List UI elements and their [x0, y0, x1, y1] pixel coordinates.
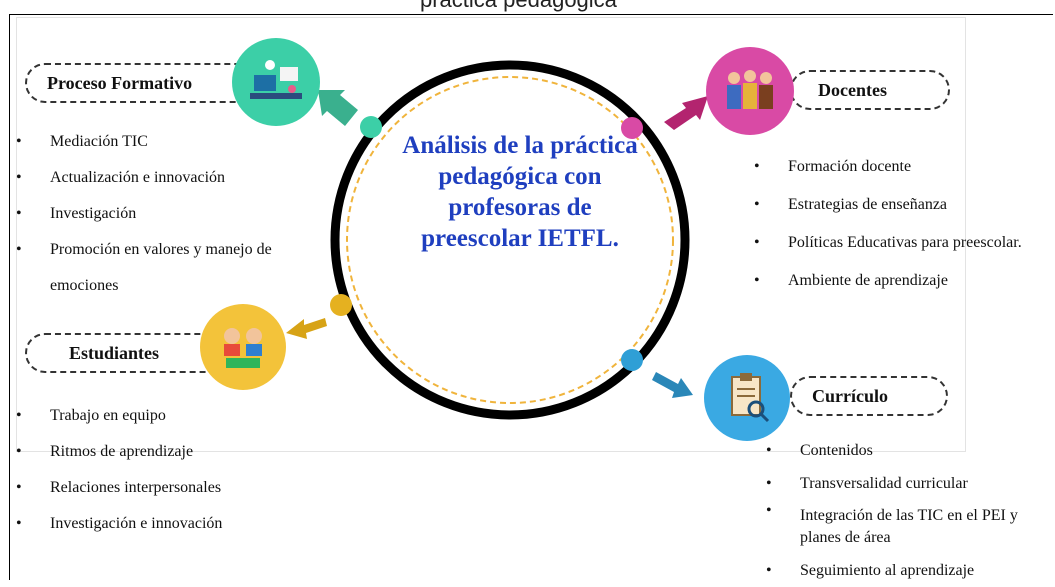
teachers-group-icon	[706, 47, 794, 135]
label-proceso-formativo: Proceso Formativo	[25, 63, 270, 103]
list-curriculo: Contenidos Transversalidad curricular In…	[766, 434, 1052, 587]
arrow-proceso	[318, 90, 358, 126]
node-dot-proceso	[360, 116, 382, 138]
node-dot-estudiantes	[330, 294, 352, 316]
list-item: Actualización e innovación	[16, 160, 276, 196]
list-item: Investigación e innovación	[16, 506, 286, 542]
arrow-estudiantes	[286, 318, 327, 339]
education-technology-icon	[232, 38, 320, 126]
label-curriculo-text: Currículo	[812, 385, 888, 406]
list-item: Integración de las TIC en el PEI y plane…	[766, 500, 1052, 554]
list-item: Ambiente de aprendizaje	[754, 262, 1054, 300]
arrow-docentes	[664, 96, 708, 130]
list-item: Estrategias de enseñanza	[754, 186, 1054, 224]
node-dot-docentes	[621, 117, 643, 139]
label-curriculo: Currículo	[790, 376, 948, 416]
clipboard-search-icon	[704, 355, 790, 441]
label-estudiantes-text: Estudiantes	[69, 342, 160, 363]
list-item: Mediación TIC	[16, 124, 276, 160]
list-item: Políticas Educativas para preescolar.	[754, 224, 1054, 262]
top-caption: práctica pedagógica	[420, 0, 617, 13]
list-item: Seguimiento al aprendizaje	[766, 554, 1052, 587]
list-item: Ritmos de aprendizaje	[16, 434, 286, 470]
list-item: Trabajo en equipo	[16, 398, 286, 434]
list-item: Contenidos	[766, 434, 1052, 467]
list-docentes: Formación docente Estrategias de enseñan…	[754, 148, 1054, 300]
outer-ring	[330, 60, 690, 420]
frame	[9, 14, 1053, 580]
list-proceso: Mediación TIC Actualización e innovación…	[16, 124, 276, 304]
list-item: Investigación	[16, 196, 276, 232]
children-books-icon	[200, 304, 286, 390]
inner-dashed-ring	[346, 76, 674, 404]
label-docentes: Docentes	[790, 70, 950, 110]
center-title: Análisis de la práctica pedagógica con p…	[402, 132, 638, 252]
list-estudiantes: Trabajo en equipo Ritmos de aprendizaje …	[16, 398, 286, 542]
label-estudiantes: Estudiantes	[25, 333, 225, 373]
label-proceso-text: Proceso Formativo	[47, 72, 193, 93]
list-item: Relaciones interpersonales	[16, 470, 286, 506]
node-dot-curriculo	[621, 349, 643, 371]
list-item: Promoción en valores y manejo de emocion…	[16, 232, 280, 304]
label-docentes-text: Docentes	[818, 79, 887, 100]
list-item: Formación docente	[754, 148, 1054, 186]
list-item: Transversalidad curricular	[766, 467, 1052, 500]
arrow-curriculo	[652, 372, 693, 398]
